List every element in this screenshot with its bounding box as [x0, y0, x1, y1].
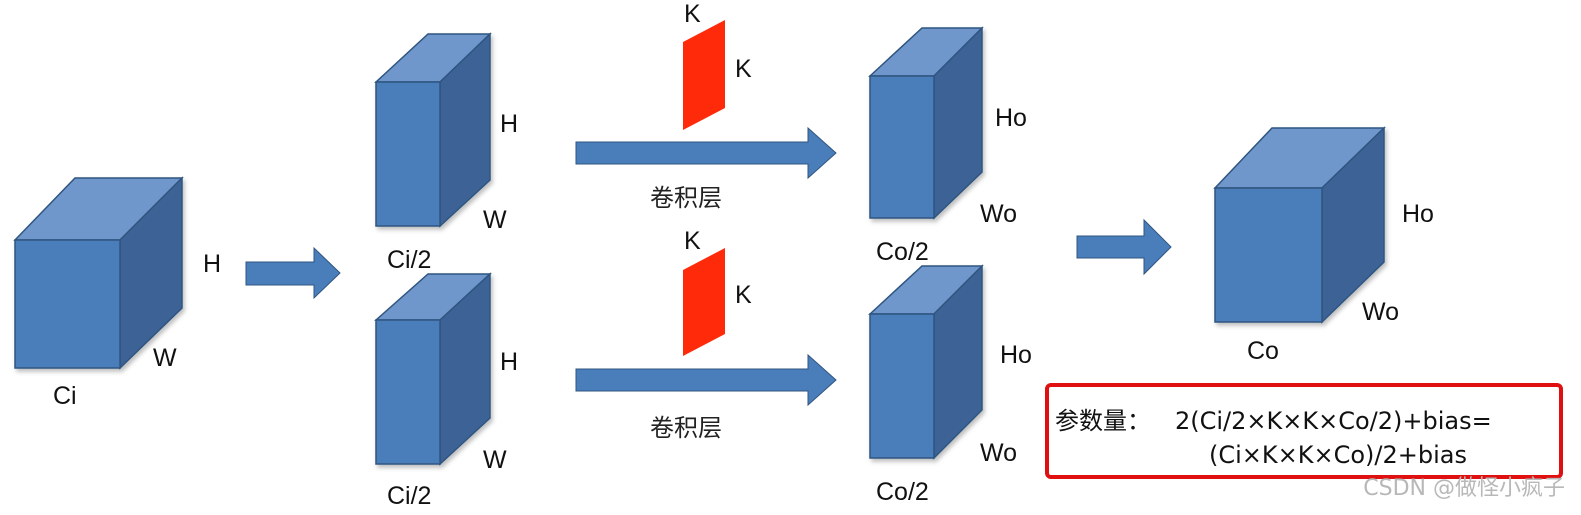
input-block — [13, 176, 184, 370]
input-height-label: H — [203, 250, 222, 278]
out-bottom-height-label: Ho — [1000, 341, 1032, 369]
split-top-block — [374, 32, 492, 228]
formula-line-2: (Ci×K×K×Co)/2+bias — [1209, 441, 1467, 469]
split-top-width-label: W — [483, 206, 507, 234]
arrow-to-final — [1076, 218, 1172, 276]
out-bottom-width-label: Wo — [980, 439, 1018, 467]
split-bottom-depth-label: Ci/2 — [387, 482, 432, 510]
out-top-height-label: Ho — [995, 104, 1027, 132]
final-width-label: Wo — [1362, 298, 1400, 326]
kernel-bottom-plane — [683, 248, 725, 356]
split-top-depth-label: Ci/2 — [387, 246, 432, 274]
out-top-depth-label: Co/2 — [876, 238, 929, 266]
final-depth-label: Co — [1247, 337, 1279, 365]
kernel-top-size-label: K — [684, 0, 701, 28]
formula-prefix: 参数量： — [1055, 407, 1151, 435]
out-top-width-label: Wo — [980, 200, 1018, 228]
arrow-conv-bottom — [575, 353, 837, 407]
arrow-conv-top — [575, 126, 837, 180]
kernel-bottom-size-label: K — [684, 227, 701, 255]
kernel-bottom-side-label: K — [735, 281, 752, 309]
conv-bottom-label: 卷积层 — [650, 414, 722, 442]
out-bottom-depth-label: Co/2 — [876, 478, 929, 506]
final-block — [1213, 126, 1386, 324]
input-depth-label: Ci — [53, 382, 77, 410]
final-height-label: Ho — [1402, 200, 1434, 228]
arrow-input-to-split — [245, 246, 341, 300]
conv-top-label: 卷积层 — [650, 184, 722, 212]
kernel-top-plane — [683, 20, 725, 130]
formula-line-1: 2(Ci/2×K×K×Co/2)+bias= — [1175, 407, 1492, 435]
input-width-label: W — [153, 344, 177, 372]
output-top-block — [868, 26, 984, 220]
kernel-top-side-label: K — [735, 55, 752, 83]
split-bottom-block — [374, 272, 492, 466]
split-bottom-height-label: H — [500, 348, 519, 376]
parameter-formula-box: 参数量： 2(Ci/2×K×K×Co/2)+bias= (Ci×K×K×Co)/… — [1045, 383, 1563, 479]
output-bottom-block — [868, 264, 984, 460]
split-bottom-width-label: W — [483, 446, 507, 474]
split-top-height-label: H — [500, 110, 519, 138]
watermark-text: CSDN @做怪小疯子 — [1363, 476, 1565, 501]
